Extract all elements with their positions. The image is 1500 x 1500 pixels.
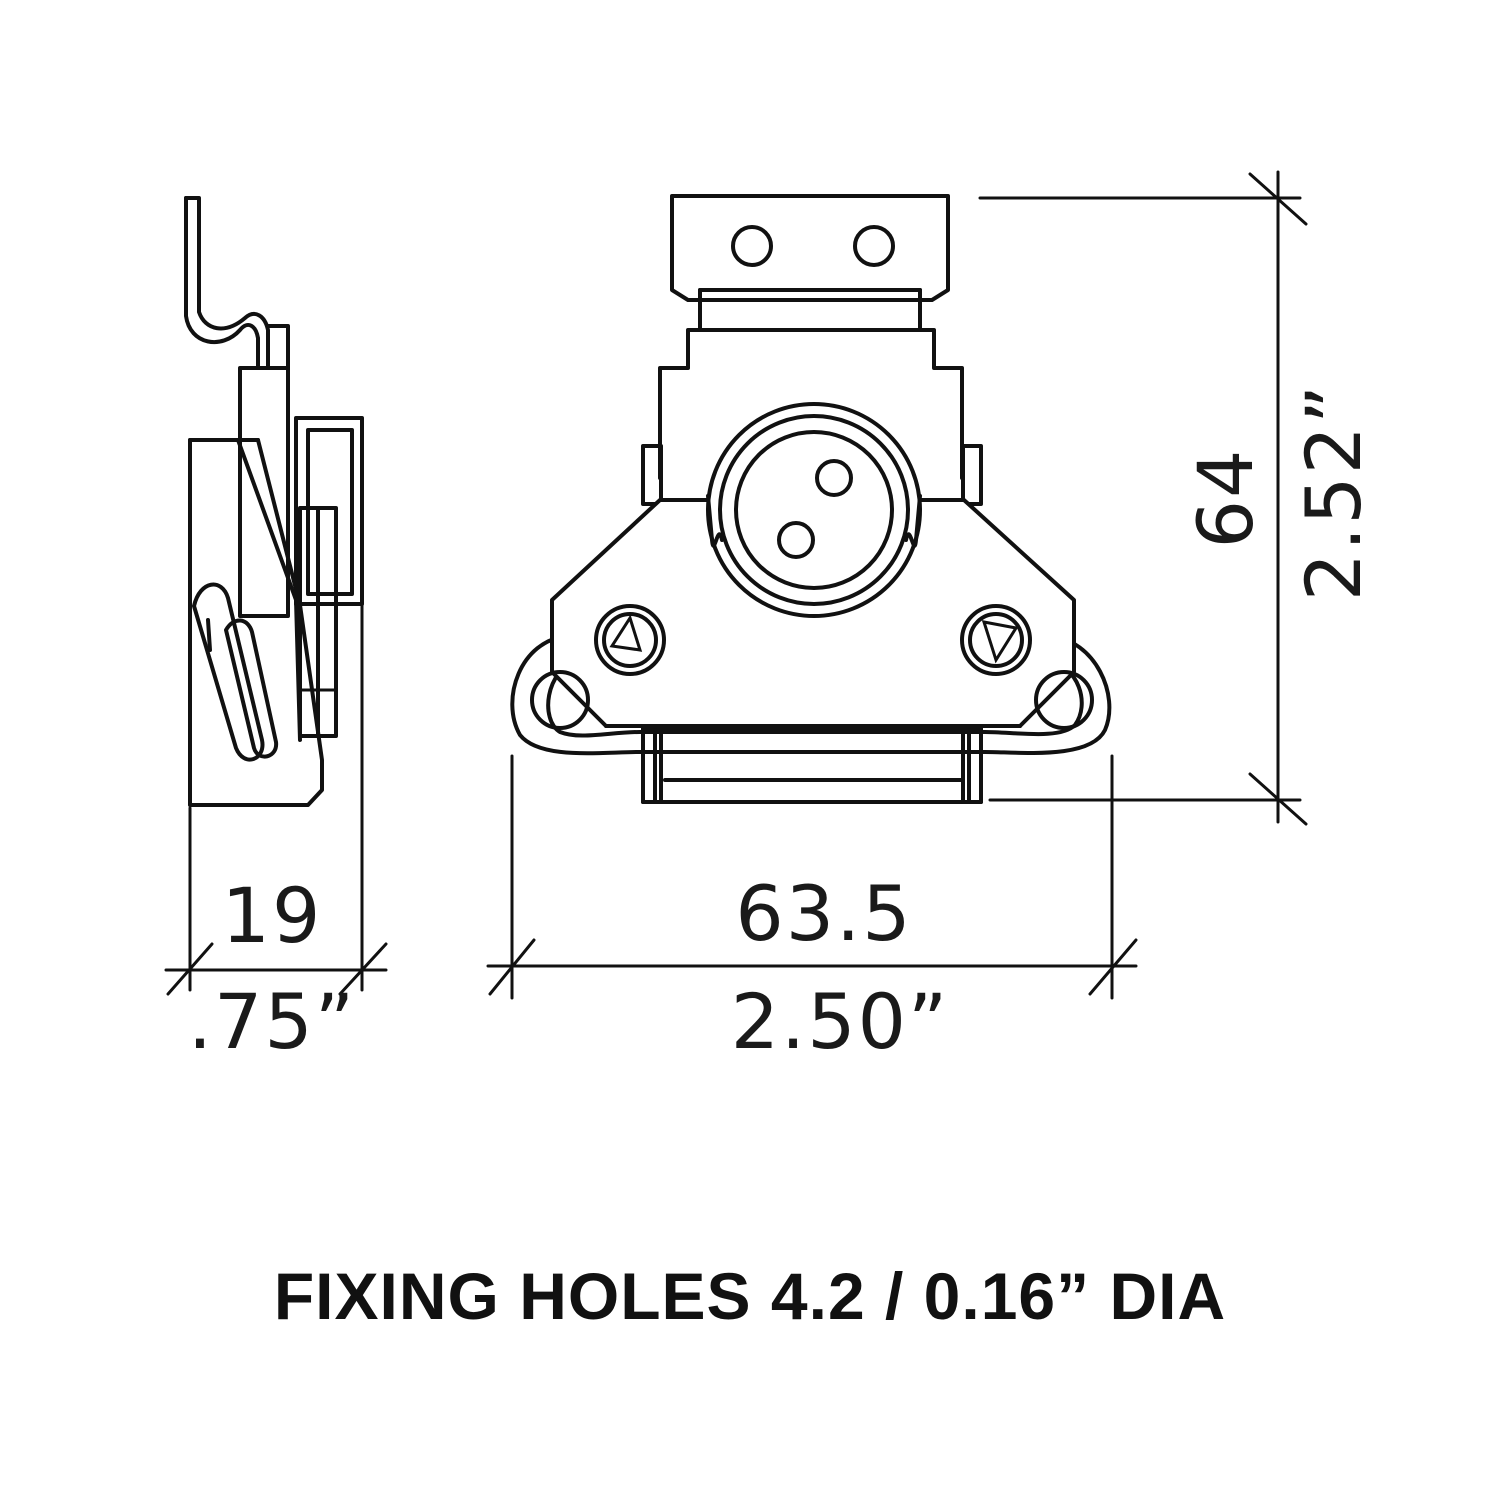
dim-side-in: .75” <box>188 977 356 1066</box>
fixing-holes-caption: FIXING HOLES 4.2 / 0.16” DIA <box>273 1259 1227 1333</box>
fixing-hole-top-left <box>731 225 773 267</box>
dim-front-mm: 63.5 <box>735 869 912 958</box>
dimension-side-width: 19 .75” <box>164 602 388 1066</box>
dimension-height: 64 2.52” <box>978 170 1378 826</box>
fixing-hole-left <box>594 604 666 676</box>
boss-pin-top <box>815 459 853 497</box>
front-view <box>510 194 1112 804</box>
boss-outer-ring <box>706 402 922 618</box>
dim-side-mm: 19 <box>222 871 323 960</box>
fixing-hole-right <box>960 604 1032 676</box>
dim-height-in: 2.52” <box>1289 383 1378 602</box>
side-view <box>184 196 364 807</box>
dimension-front-width: 63.5 2.50” <box>486 754 1138 1066</box>
fixing-hole-top-right <box>853 225 895 267</box>
dim-front-in: 2.50” <box>731 977 950 1066</box>
dim-height-mm: 64 <box>1181 448 1270 549</box>
boss-pin-bottom <box>777 521 815 559</box>
